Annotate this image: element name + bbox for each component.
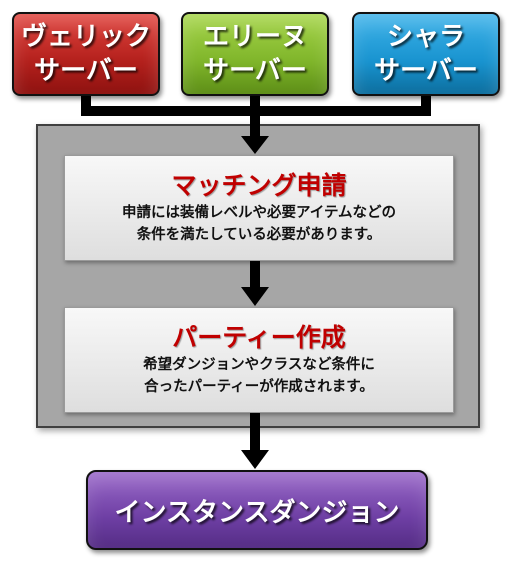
server-name: シャラ — [386, 22, 465, 52]
destination-label: インスタンスダンジョン — [114, 497, 400, 528]
connector-red-drop — [81, 94, 91, 116]
server-name: エリーヌ — [202, 22, 307, 52]
step-title: パーティー作成 — [172, 323, 346, 352]
connector-green-drop — [250, 94, 260, 116]
connector-blue-drop — [421, 94, 431, 116]
step-description-line: 申請には装備レベルや必要アイテムなどの — [121, 205, 397, 221]
arrow-down-icon-1 — [241, 136, 269, 154]
server-suffix: サーバー — [203, 56, 307, 86]
connector-arrow3-shaft — [250, 413, 260, 453]
server-suffix: サーバー — [374, 56, 478, 86]
server-suffix: サーバー — [34, 56, 138, 86]
step-title: マッチング申請 — [171, 171, 347, 200]
arrow-down-icon-2 — [241, 287, 269, 306]
connector-arrow1-shaft — [250, 114, 260, 138]
arrow-down-icon-3 — [241, 450, 269, 469]
server-name: ヴェリック — [20, 22, 151, 52]
step-description-line: 条件を満たしている必要があります。 — [136, 227, 382, 243]
step-matching-request: マッチング申請 申請には装備レベルや必要アイテムなどの 条件を満たしている必要が… — [64, 155, 454, 261]
instance-dungeon-box: インスタンスダンジョン — [86, 470, 428, 550]
server-box-verick: ヴェリック サーバー — [12, 12, 160, 96]
server-box-eline: エリーヌ サーバー — [181, 12, 329, 96]
server-box-shara: シャラ サーバー — [352, 12, 500, 96]
connector-arrow2-shaft — [250, 261, 260, 289]
connector-bus — [81, 106, 431, 116]
step-description-line: 合ったパーティーが作成されます。 — [144, 379, 374, 395]
step-description-line: 希望ダンジョンやクラスなど条件に — [143, 357, 375, 373]
step-party-creation: パーティー作成 希望ダンジョンやクラスなど条件に 合ったパーティーが作成されます… — [64, 307, 454, 413]
